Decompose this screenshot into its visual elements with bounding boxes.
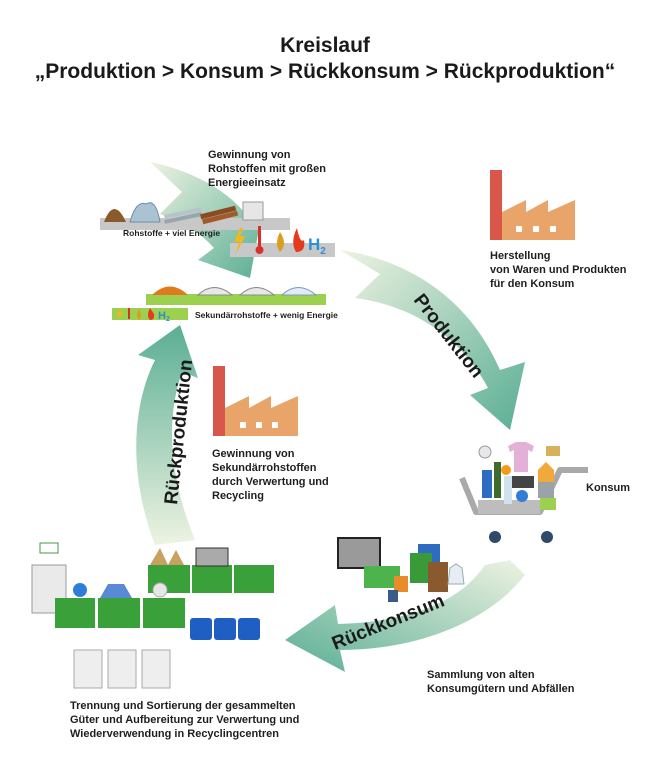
stone-block-icon <box>242 201 264 221</box>
caption-line: Trennung und Sortierung der gesammelten <box>70 700 296 712</box>
caption-sekundaer-bar: Sekundärrohstoffe + wenig Energie <box>195 310 338 320</box>
wheel-icon <box>489 531 501 543</box>
caption-sammlung: Sammlung von alten Konsumgütern und Abfä… <box>427 668 574 696</box>
globe-icon <box>73 583 87 597</box>
caption-line: Recycling <box>212 490 264 502</box>
broom-icon <box>546 446 560 456</box>
ball-icon <box>501 465 511 475</box>
globe-icon <box>516 490 528 502</box>
h2-icon: H2 <box>308 235 326 257</box>
recycling-factory-icon <box>213 366 298 436</box>
caption-line: Wiederverwendung in Recyclingcentren <box>70 728 279 740</box>
caption-line: Sekundärrohstoffen <box>212 462 317 474</box>
arrow-rueckproduktion <box>136 325 198 545</box>
wheel-icon <box>541 531 553 543</box>
small-energy-icons: H2 <box>116 308 170 323</box>
lamps-icon <box>152 582 168 598</box>
caption-line: Herstellung <box>490 250 551 262</box>
soil-pile-icon <box>104 209 126 222</box>
energy-bar <box>230 243 335 257</box>
bin-green-icon <box>410 553 432 583</box>
caption-line: Sammlung von alten <box>427 669 535 681</box>
h2-icon: H2 <box>158 310 170 323</box>
caption-line: Gewinnung von <box>208 149 291 161</box>
factory-icon <box>490 170 575 240</box>
green-container <box>143 598 185 628</box>
big-bag <box>73 649 103 689</box>
wood-scrap-icon <box>150 548 184 565</box>
lightning-icon <box>116 309 123 320</box>
caption-rohstoffe-bar: Rohstoffe + viel Energie <box>123 228 221 238</box>
arrow-rueckkonsum <box>285 560 525 672</box>
big-bag <box>141 649 171 689</box>
wine-bottle-icon <box>494 462 501 498</box>
caption-line: Rohstoffen mit großen <box>208 163 326 175</box>
house-icon <box>538 462 554 482</box>
cup-icon <box>388 590 398 602</box>
bin-brown-icon <box>428 562 448 592</box>
diagram-title: Kreislauf <box>280 34 370 57</box>
paint-bucket-icon <box>394 576 408 592</box>
caption-line: Gewinnung von <box>212 448 295 460</box>
metal-pipes-icon <box>163 207 203 224</box>
caption-trennung: Trennung und Sortierung der gesammelten … <box>70 699 299 741</box>
caption-line: von Waren und Produkten <box>490 264 627 276</box>
blue-barrel <box>214 618 236 640</box>
caption-herstellung: Herstellung von Waren und Produkten für … <box>490 249 627 291</box>
caption-line: für den Konsum <box>490 278 575 290</box>
scrap-pile-grey-icon <box>238 287 276 296</box>
recycling-box-icon <box>364 566 400 588</box>
container-label-icon <box>39 542 59 554</box>
green-container <box>192 565 232 593</box>
blue-barrel <box>190 618 212 640</box>
scrap-pile-orange-icon <box>152 286 188 295</box>
shopping-cart-icon <box>459 442 588 543</box>
thermometer-icon <box>128 308 130 319</box>
blue-barrel <box>238 618 260 640</box>
scrap-pile-blue-icon <box>280 287 318 296</box>
tablet-icon <box>512 476 534 488</box>
caption-line: Energieeinsatz <box>208 177 286 189</box>
recycling-containers <box>31 542 274 689</box>
raw-materials-icons <box>104 201 264 225</box>
ore-rock-icon <box>129 202 161 223</box>
lightning-icon <box>234 228 245 254</box>
waste-collection-icons <box>337 537 465 602</box>
green-container <box>55 598 95 628</box>
caption-gewinnung-rohstoffe: Gewinnung von Rohstoffen mit großen Ener… <box>208 148 326 190</box>
caption-line: Güter und Aufbereitung zur Verwertung un… <box>70 714 300 726</box>
green-container <box>234 565 274 593</box>
plastic-bag-icon <box>447 563 465 585</box>
secondary-material-piles <box>152 286 318 296</box>
box-icon <box>540 498 556 510</box>
lightbulb-icon <box>478 445 492 459</box>
monitor-icon <box>337 537 381 569</box>
oil-drop-icon <box>137 309 141 320</box>
green-container <box>98 598 140 628</box>
flame-icon <box>148 308 155 320</box>
diagram-subtitle: „Produktion > Konsum > Rückkonsum > Rück… <box>34 60 616 83</box>
sekundaer-bar-top <box>146 294 326 305</box>
thermometer-icon <box>255 226 264 254</box>
clothes-icon <box>100 584 132 598</box>
caption-gewinnung-sekundaer: Gewinnung von Sekundärrohstoffen durch V… <box>212 447 329 503</box>
bottle-icon <box>482 470 492 498</box>
tshirt-icon <box>508 442 534 472</box>
energy-icons: H2 <box>234 226 326 257</box>
caption-line: Konsumgütern und Abfällen <box>427 683 575 695</box>
can-icon <box>504 476 512 504</box>
scrap-pile-grey-icon <box>196 287 234 296</box>
wood-logs-icon <box>200 205 239 225</box>
big-bag <box>107 649 137 689</box>
bucket-icon <box>538 482 554 498</box>
oil-drop-icon <box>277 232 284 252</box>
arrow-produktion <box>340 250 525 430</box>
flame-icon <box>293 228 305 252</box>
caption-konsum: Konsum <box>586 482 630 494</box>
caption-line: durch Verwertung und <box>212 476 329 488</box>
monitor-scrap-icon <box>195 547 229 567</box>
